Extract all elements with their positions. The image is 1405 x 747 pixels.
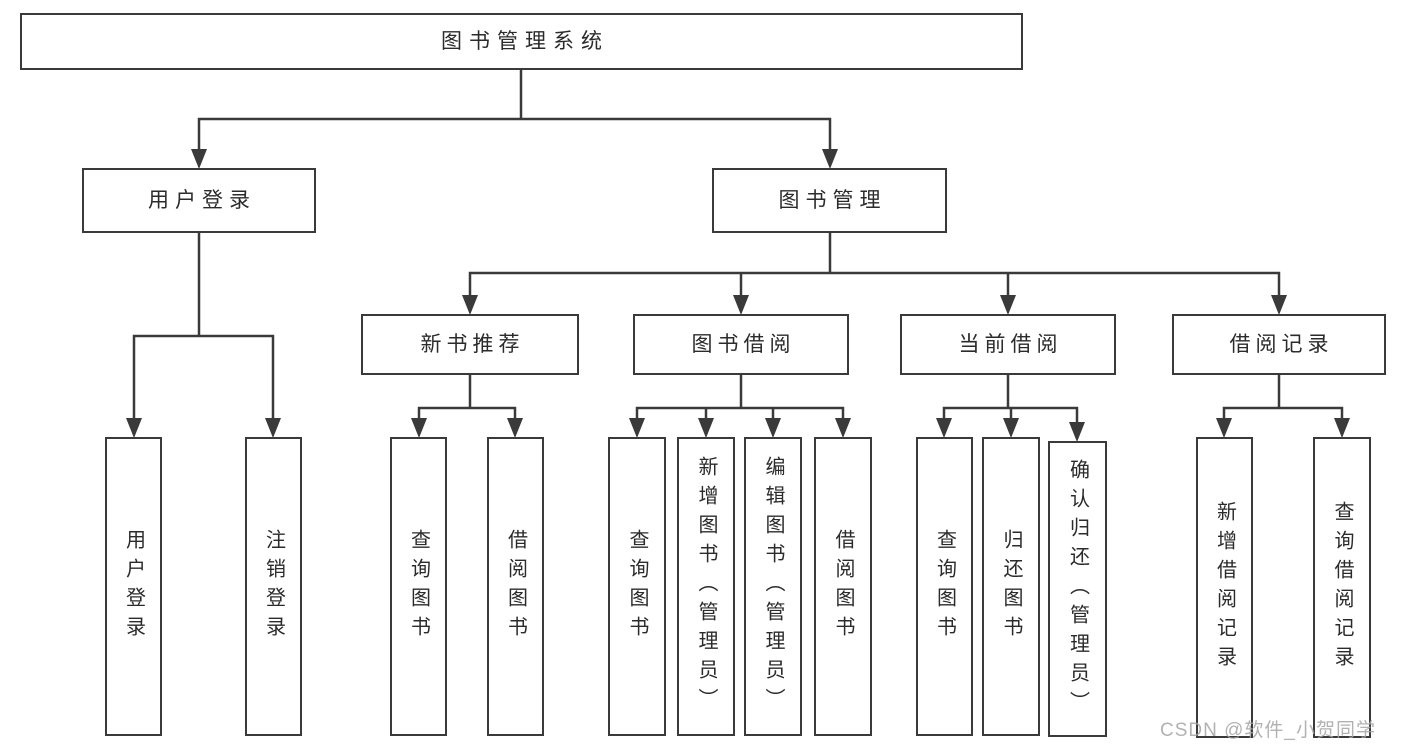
leaf-add-books-admin: 新增图书（管理员） xyxy=(677,437,735,736)
leaf-query-borrow-record: 查询借阅记录 xyxy=(1313,437,1371,738)
leaf-confirm-return-admin-label: 确认归还（管理员） xyxy=(1066,458,1089,720)
csdn-watermark: CSDN @软件_小贺同学 xyxy=(1160,720,1376,741)
leaf-logout: 注销登录 xyxy=(245,437,302,736)
node-book-borrow-label: 图书借阅 xyxy=(691,333,796,356)
arrow-icon xyxy=(936,418,952,438)
leaf-logout-label: 注销登录 xyxy=(262,528,285,645)
node-borrow-records: 借阅记录 xyxy=(1172,314,1386,375)
connector-book-borrow xyxy=(635,373,845,423)
node-book-management: 图书管理 xyxy=(712,168,947,233)
leaf-query-books-3-label: 查询图书 xyxy=(933,528,956,645)
node-user-login: 用户登录 xyxy=(82,168,316,233)
leaf-return-books-label: 归还图书 xyxy=(1000,528,1022,645)
arrow-icon xyxy=(1003,418,1019,438)
leaf-borrow-books-1-label: 借阅图书 xyxy=(504,528,527,645)
connector-root xyxy=(197,68,832,154)
node-root: 图书管理系统 xyxy=(20,13,1023,70)
arrow-icon xyxy=(698,418,714,438)
arrow-icon xyxy=(1216,418,1232,438)
connector-user-login xyxy=(132,231,275,423)
arrow-icon xyxy=(462,295,478,315)
arrow-icon xyxy=(126,418,142,438)
leaf-query-books-3: 查询图书 xyxy=(916,437,973,736)
arrow-icon xyxy=(1334,418,1350,438)
leaf-query-books-2: 查询图书 xyxy=(608,437,666,736)
arrow-icon xyxy=(265,418,281,438)
leaf-return-books: 归还图书 xyxy=(982,437,1040,736)
node-root-label: 图书管理系统 xyxy=(441,30,609,53)
leaf-query-books-1-label: 查询图书 xyxy=(407,528,430,645)
arrow-icon xyxy=(1069,422,1085,442)
node-borrow-records-label: 借阅记录 xyxy=(1229,333,1334,356)
node-current-borrow: 当前借阅 xyxy=(900,314,1116,375)
arrow-icon xyxy=(191,149,207,169)
node-book-borrow: 图书借阅 xyxy=(633,314,849,375)
connector-borrow-records xyxy=(1222,373,1344,423)
arrow-icon xyxy=(1271,295,1287,315)
node-user-login-label: 用户登录 xyxy=(148,189,256,212)
arrow-icon xyxy=(765,418,781,438)
leaf-edit-books-admin: 编辑图书（管理员） xyxy=(744,437,802,736)
leaf-user-login: 用户登录 xyxy=(105,437,162,736)
node-new-book-recommend: 新书推荐 xyxy=(361,314,579,375)
node-new-book-recommend-label: 新书推荐 xyxy=(420,333,525,356)
connector-new-book-recommend xyxy=(417,373,517,423)
leaf-query-books-1: 查询图书 xyxy=(390,437,447,736)
arrow-icon xyxy=(835,418,851,438)
leaf-borrow-books-1: 借阅图书 xyxy=(487,437,544,736)
arrow-icon xyxy=(733,295,749,315)
leaf-query-borrow-record-label: 查询借阅记录 xyxy=(1331,500,1353,675)
arrow-icon xyxy=(822,149,838,169)
arrow-icon xyxy=(507,418,523,438)
node-book-management-label: 图书管理 xyxy=(778,189,887,212)
leaf-borrow-books-2-label: 借阅图书 xyxy=(832,528,854,645)
arrow-icon xyxy=(629,418,645,438)
leaf-add-borrow-record: 新增借阅记录 xyxy=(1196,437,1253,738)
leaf-user-login-label: 用户登录 xyxy=(122,528,145,645)
leaf-query-books-2-label: 查询图书 xyxy=(626,528,648,645)
leaf-add-books-admin-label: 新增图书（管理员） xyxy=(695,456,717,717)
leaf-confirm-return-admin: 确认归还（管理员） xyxy=(1048,441,1107,737)
arrow-icon xyxy=(1000,295,1016,315)
arrowheads xyxy=(126,149,1350,442)
connector-book-management xyxy=(468,231,1281,300)
node-current-borrow-label: 当前借阅 xyxy=(958,333,1063,356)
arrow-icon xyxy=(411,418,427,438)
leaf-edit-books-admin-label: 编辑图书（管理员） xyxy=(762,456,784,717)
connector-current-borrow xyxy=(942,373,1079,427)
leaf-borrow-books-2: 借阅图书 xyxy=(814,437,872,736)
leaf-add-borrow-record-label: 新增借阅记录 xyxy=(1213,500,1236,675)
